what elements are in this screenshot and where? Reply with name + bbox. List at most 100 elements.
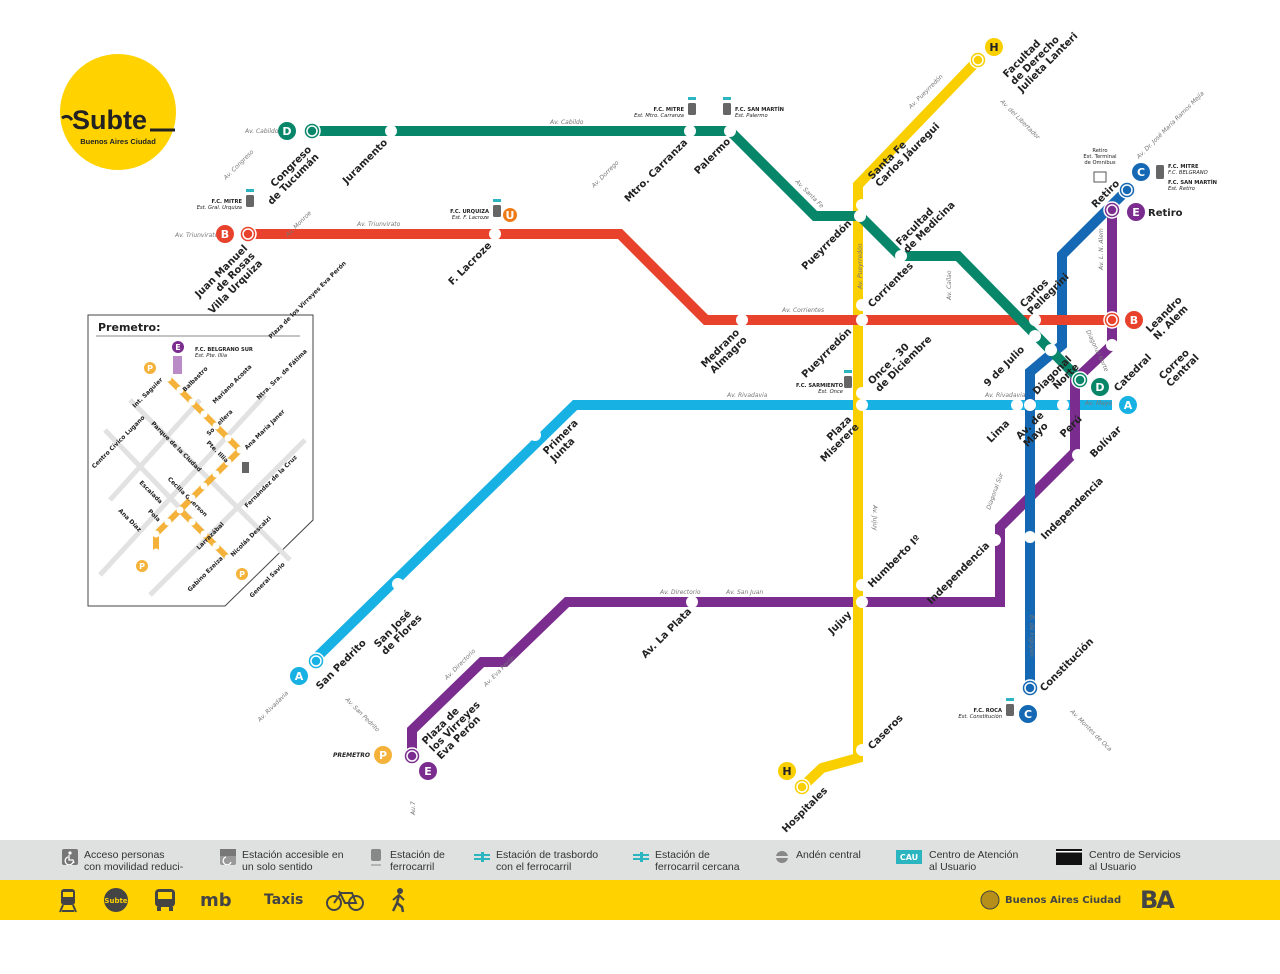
station-dot[interactable] [736, 314, 748, 326]
line-badge-b[interactable]: B [1125, 311, 1143, 329]
station-label-c[interactable]: Independencia [1039, 476, 1105, 542]
premetro-station-dot[interactable] [164, 374, 172, 382]
premetro-station-dot[interactable] [200, 410, 208, 418]
station-label-d[interactable]: Palermo [693, 136, 734, 177]
station-dot[interactable] [724, 125, 736, 137]
line-badge-h[interactable]: H [778, 762, 796, 780]
station-label-h[interactable]: Humberto Iº [866, 533, 923, 590]
station-dot[interactable] [895, 250, 907, 262]
line-badge-a[interactable]: A [1119, 396, 1137, 414]
station-label-e[interactable]: Independencia [926, 540, 992, 606]
station-label-d[interactable]: 9 de Julio [982, 344, 1027, 389]
station-dot[interactable] [385, 125, 397, 137]
station-dot[interactable] [854, 210, 866, 222]
premetro-station-dot[interactable] [212, 422, 220, 430]
station-label-d[interactable]: Facultadde Medicina [894, 192, 957, 256]
station-label-c[interactable]: Constitución [1038, 636, 1097, 695]
station-label-h[interactable]: Caseros [866, 713, 905, 752]
premetro-station-dot[interactable] [152, 548, 160, 556]
station-label-e[interactable]: Jujuy [826, 609, 855, 638]
station-label-a[interactable]: Lima [985, 418, 1012, 445]
station-dot[interactable] [529, 429, 541, 441]
premetro-station-dot[interactable] [224, 434, 232, 442]
line-badge-d[interactable]: D [278, 122, 296, 140]
station-label-h[interactable]: Facultadde DerechoJulieta Lanteri [1001, 16, 1081, 96]
station-dot[interactable] [1011, 399, 1023, 411]
station-label-h[interactable]: Santa FeCarlos Jáuregui [866, 114, 942, 190]
train-icon[interactable] [58, 886, 78, 914]
line-badge-c[interactable]: C [1132, 163, 1150, 181]
station-dot[interactable] [1024, 531, 1036, 543]
line-badge-d[interactable]: D [1091, 378, 1109, 396]
station-dot[interactable] [1029, 330, 1041, 342]
premetro-station-dot[interactable] [212, 542, 220, 550]
station-label-a[interactable]: San Joséde Flores [372, 605, 425, 658]
subte-logo[interactable]: Subte Buenos Aires Ciudad [60, 54, 176, 170]
line-badge-e[interactable]: E [1127, 203, 1145, 221]
station-label-d[interactable]: Catedral [1112, 352, 1154, 394]
station-dot[interactable] [392, 578, 404, 590]
premetro-station-dot[interactable] [200, 530, 208, 538]
station-dot[interactable] [989, 534, 1001, 546]
station-label-d[interactable]: Congresode Tucumán [259, 144, 322, 207]
ba-logo[interactable]: BA [1140, 886, 1175, 914]
station-label-d[interactable]: Pueyrredón [799, 218, 854, 273]
station-dot[interactable] [1024, 399, 1036, 411]
station-dot[interactable] [856, 299, 868, 311]
bicycle-icon[interactable] [325, 886, 365, 914]
metrobus-icon[interactable]: mb [200, 889, 232, 911]
premetro-station-dot[interactable] [152, 530, 160, 538]
station-dot[interactable] [1045, 344, 1057, 356]
premetro-station-dot[interactable] [188, 398, 196, 406]
premetro-station-dot[interactable] [176, 506, 184, 514]
station-label-e[interactable]: Bolívar [1088, 424, 1124, 460]
premetro-station-dot[interactable] [236, 446, 244, 454]
station-label-e[interactable]: Av. La Plata [640, 606, 694, 660]
station-dot[interactable] [1029, 314, 1041, 326]
station-label-e[interactable]: Plaza delos VirreyesEva Perón [420, 692, 490, 762]
taxis-link[interactable]: Taxis [264, 892, 304, 908]
buenos-aires-ciudad-logo[interactable]: Buenos Aires Ciudad [980, 886, 1121, 914]
line-badge-b[interactable]: B [216, 225, 234, 243]
station-label-d[interactable]: Mtro. Carranza [623, 137, 690, 204]
station-dot[interactable] [686, 596, 698, 608]
station-dot[interactable] [856, 314, 868, 326]
premetro-station-dot[interactable] [200, 482, 208, 490]
subte-icon[interactable]: Subte [103, 886, 129, 914]
line-badge-h[interactable]: H [985, 38, 1003, 56]
premetro-station-dot[interactable] [188, 518, 196, 526]
station-label-a[interactable]: Av. deMayo [1014, 410, 1054, 450]
station-dot[interactable] [1057, 399, 1069, 411]
premetro-station-dot[interactable] [164, 518, 172, 526]
station-dot[interactable] [1106, 339, 1118, 351]
station-dot[interactable] [856, 199, 868, 211]
station-dot[interactable] [856, 387, 868, 399]
station-label-h[interactable]: Corrientes [866, 261, 915, 310]
station-label-e[interactable]: Retiro [1148, 208, 1183, 219]
station-label-b[interactable]: LeandroN. Alem [1144, 295, 1192, 343]
station-label-b[interactable]: MedranoAlmagro [699, 327, 749, 377]
premetro-station-dot[interactable] [224, 554, 232, 562]
station-dot[interactable] [684, 125, 696, 137]
station-label-b[interactable]: F. Lacroze [447, 240, 495, 288]
station-dot[interactable] [856, 744, 868, 756]
station-dot[interactable] [856, 399, 868, 411]
line-badge-u[interactable]: U [503, 208, 517, 222]
bus-icon[interactable] [153, 886, 177, 914]
line-badge-e[interactable]: E [419, 762, 437, 780]
premetro-station-dot[interactable] [176, 386, 184, 394]
premetro-station-dot[interactable] [224, 458, 232, 466]
station-dot[interactable] [856, 596, 868, 608]
line-badge-a[interactable]: A [290, 667, 308, 685]
pedestrian-icon[interactable] [390, 886, 408, 914]
premetro-station-dot[interactable] [212, 470, 220, 478]
premetro-station-dot[interactable] [188, 494, 196, 502]
station-label-d[interactable]: Juramento [340, 137, 390, 187]
line-badge-p[interactable]: P [374, 746, 392, 764]
station-label-h[interactable]: Once - 30de Diciembre [866, 326, 934, 395]
station-dot[interactable] [856, 579, 868, 591]
station-dot[interactable] [1072, 449, 1084, 461]
station-label-b[interactable]: Juan Manuelde RosasVilla Urquiza [192, 243, 265, 316]
station-label-e[interactable]: CorreoCentral [1157, 345, 1201, 390]
station-dot[interactable] [489, 228, 501, 240]
